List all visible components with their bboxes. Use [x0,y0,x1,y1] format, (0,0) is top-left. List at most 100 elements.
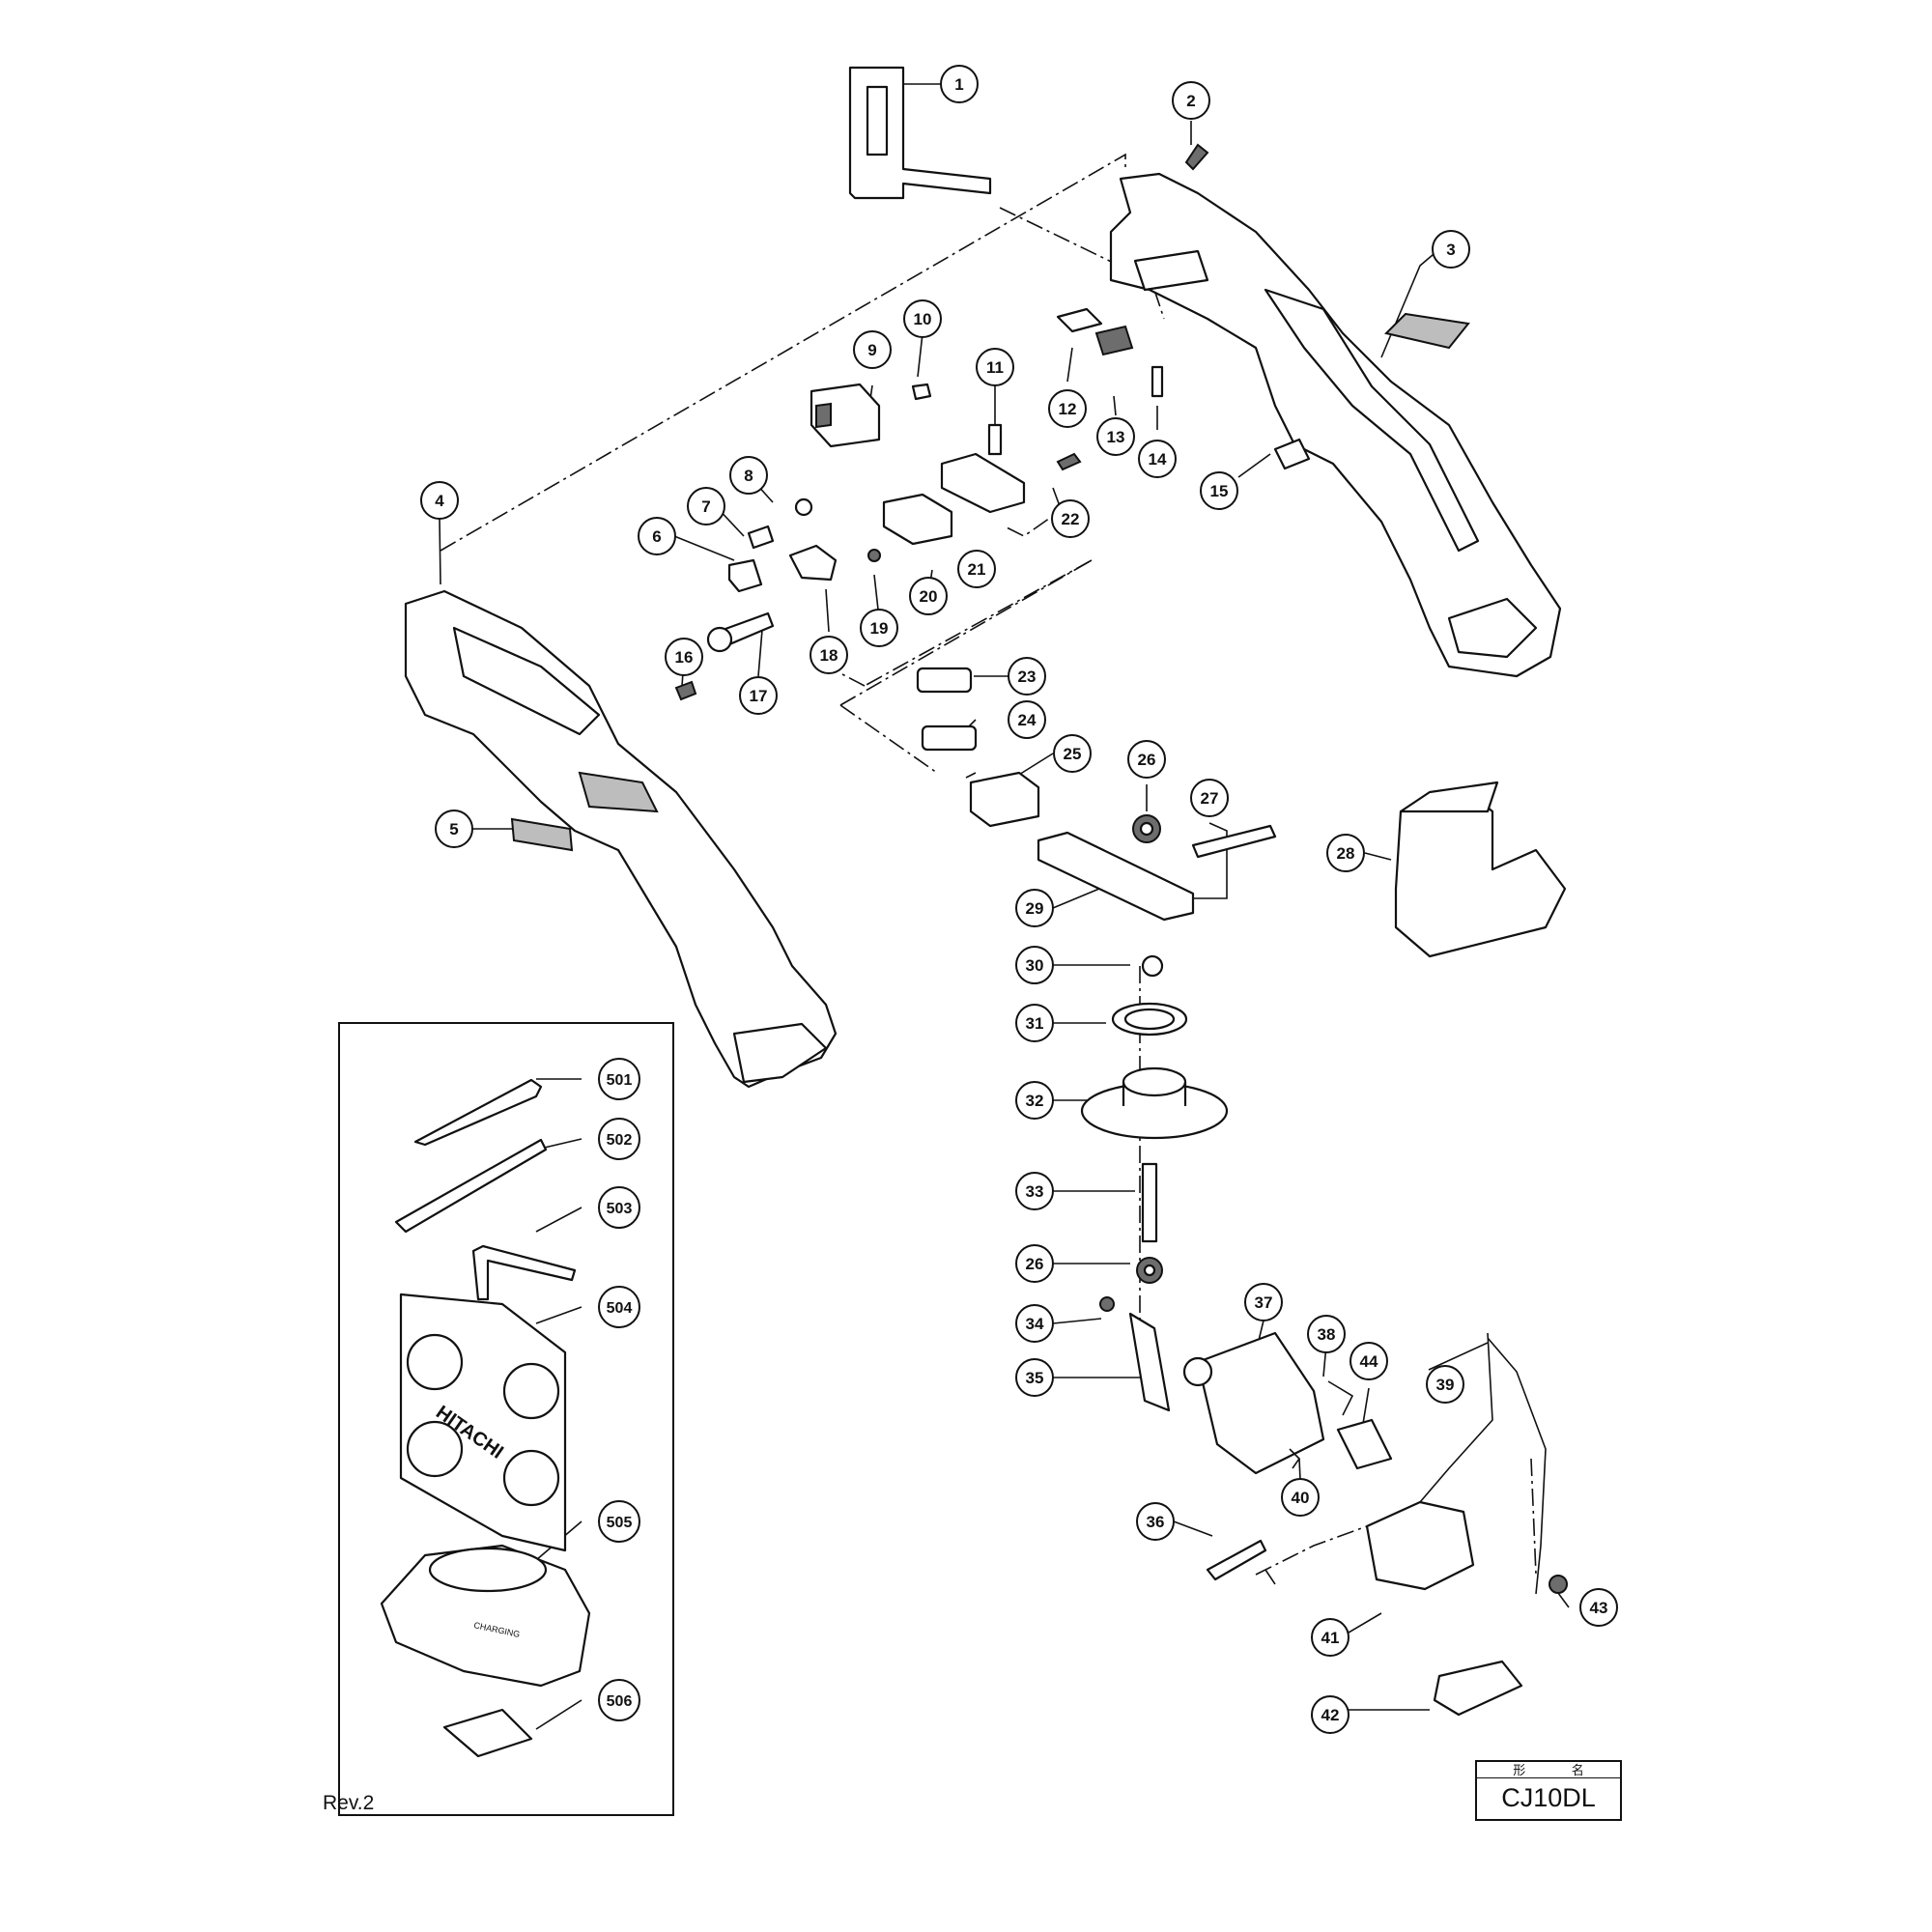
part-13-brush [1094,325,1134,356]
svg-text:28: 28 [1337,844,1355,863]
part-23-gasket [916,667,973,694]
callout-12: 12 [1048,389,1087,428]
svg-text:24: 24 [1018,711,1037,729]
callout-20: 20 [909,577,948,615]
svg-text:35: 35 [1026,1369,1044,1387]
part-42-terminal [1433,1660,1523,1717]
part-5-label [510,817,574,852]
svg-text:4: 4 [435,492,444,510]
svg-text:11: 11 [986,358,1004,377]
parts [404,66,1568,1717]
revision-label: Rev.2 [323,1792,375,1814]
right-housing [1109,172,1562,678]
part-18-lever [788,544,838,582]
svg-text:1: 1 [954,75,963,94]
part-19-spring [867,549,881,562]
part-22-screw [1056,452,1082,471]
svg-text:504: 504 [607,1300,633,1317]
part-34-screw [1099,1296,1115,1312]
callout-17: 17 [739,676,778,715]
svg-text:29: 29 [1026,899,1044,918]
part-506-cover [442,1708,533,1758]
callout-26: 26 [1127,740,1166,779]
callout-32: 32 [1015,1081,1054,1120]
svg-text:14: 14 [1149,450,1167,469]
part-9-block [810,383,881,448]
callout-502: 502 [598,1118,640,1160]
part-43-nut [1548,1575,1568,1594]
part-2-screw [1184,143,1209,171]
part-37-motor [1196,1331,1325,1475]
part-502-blade [394,1138,548,1234]
part-8-spring [794,497,813,517]
svg-text:42: 42 [1321,1706,1340,1724]
callout-506: 506 [598,1679,640,1721]
callout-5: 5 [435,810,473,848]
part-36-pin [1206,1539,1267,1581]
svg-text:16: 16 [675,648,694,667]
svg-text:502: 502 [607,1132,633,1149]
callout-36: 36 [1136,1502,1175,1541]
callouts: 1 2 3 4 5 6 7 8 9 10 11 12 13 14 15 16 1… [420,65,1618,1734]
callout-33: 33 [1015,1172,1054,1210]
callout-503: 503 [598,1186,640,1229]
callout-2: 2 [1172,81,1210,120]
part-29-slider [1037,831,1195,922]
callout-28: 28 [1326,834,1365,872]
callout-43: 43 [1579,1588,1618,1627]
callout-15: 15 [1200,471,1238,510]
svg-text:5: 5 [449,820,458,838]
callout-10: 10 [903,299,942,338]
svg-text:17: 17 [750,687,768,705]
part-38-wire [1327,1380,1354,1416]
svg-text:34: 34 [1026,1315,1044,1333]
svg-text:7: 7 [701,497,710,516]
callout-8: 8 [729,456,768,495]
svg-text:8: 8 [744,467,753,485]
callout-37: 37 [1244,1283,1283,1321]
svg-text:20: 20 [920,587,938,606]
callout-9: 9 [853,330,892,369]
callout-505: 505 [598,1500,640,1543]
part-40-spring [1289,1448,1301,1469]
callout-18: 18 [810,636,848,674]
svg-text:37: 37 [1255,1293,1273,1312]
part-3-label [1384,312,1470,350]
callout-30: 30 [1015,946,1054,984]
part-14-screw [1151,365,1164,398]
model-number: CJ10DL [1501,1783,1596,1812]
svg-text:40: 40 [1292,1489,1310,1507]
callout-26-lower: 26 [1015,1244,1054,1283]
callout-39: 39 [1426,1365,1464,1404]
callout-34: 34 [1015,1304,1054,1343]
svg-text:22: 22 [1062,510,1080,528]
svg-text:39: 39 [1436,1376,1455,1394]
callout-11: 11 [976,348,1014,386]
callout-23: 23 [1008,657,1046,696]
part-501-blade [413,1078,543,1147]
part-503-hexkey [471,1244,577,1301]
svg-text:25: 25 [1064,745,1082,763]
svg-text:26: 26 [1026,1255,1044,1273]
svg-text:26: 26 [1138,751,1156,769]
svg-text:13: 13 [1107,428,1125,446]
callout-38: 38 [1307,1315,1346,1353]
svg-text:501: 501 [607,1072,633,1089]
callout-22: 22 [1051,499,1090,538]
part-15-clip [1273,438,1311,470]
part-6-knob [727,558,763,593]
part-41-switch [1365,1500,1475,1591]
svg-text:12: 12 [1059,400,1077,418]
svg-text:10: 10 [914,310,932,328]
callout-41: 41 [1311,1618,1350,1657]
callout-4: 4 [420,481,459,520]
part-24-gasket [921,724,978,752]
part-21-plate [940,452,1026,514]
callout-14: 14 [1138,440,1177,478]
callout-27: 27 [1190,779,1229,817]
part-11-screw [987,423,1003,456]
callout-504: 504 [598,1286,640,1328]
callout-29: 29 [1015,889,1054,927]
callout-35: 35 [1015,1358,1054,1397]
